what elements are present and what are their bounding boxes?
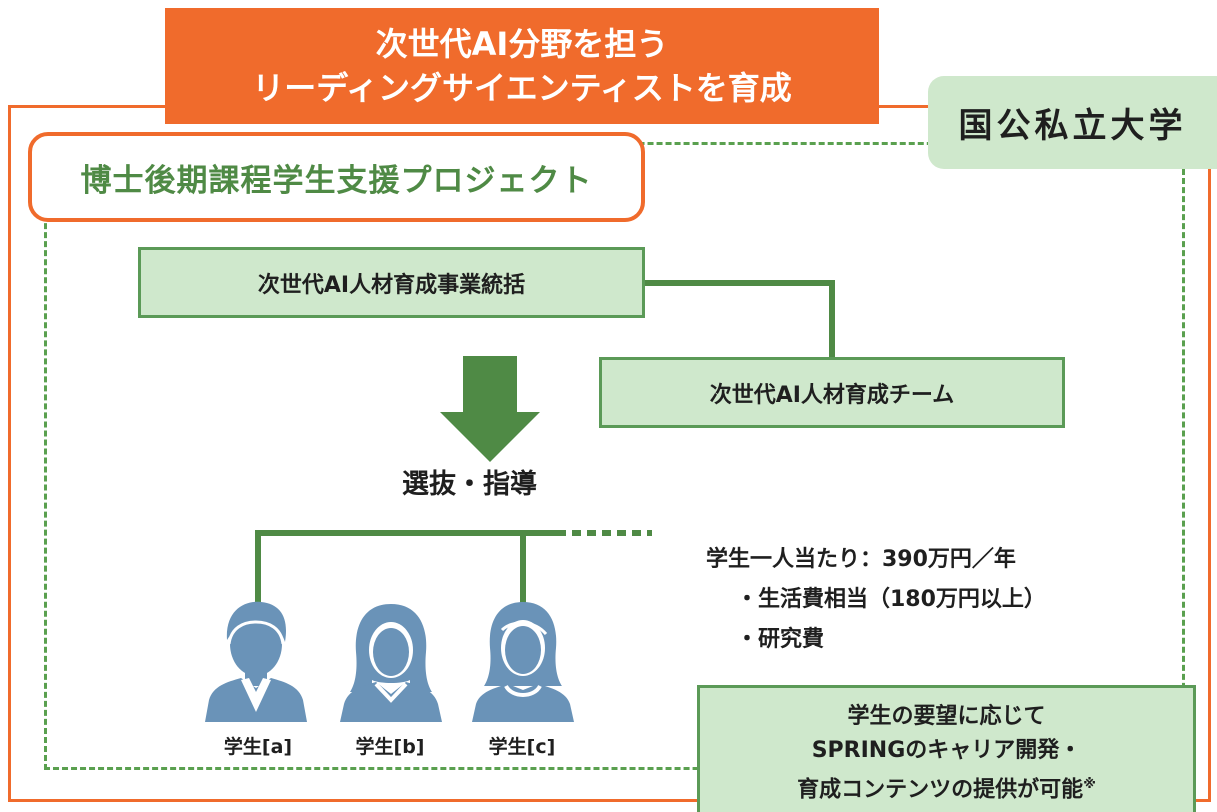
student-b-avatar [340, 600, 442, 722]
title-line-1: 次世代AI分野を担う [375, 25, 669, 63]
spring-box: 学生の要望に応じて SPRINGのキャリア開発・ 育成コンテンツの提供が可能※ [697, 685, 1196, 812]
university-label: 国公私立大学 [928, 76, 1217, 169]
support-item-research: ・研究費 [736, 627, 825, 652]
org-top-box: 次世代AI人材育成事業統括 [138, 247, 645, 318]
title-banner: 次世代AI分野を担う リーディングサイエンティストを育成 [165, 8, 879, 124]
selection-label: 選抜・指導 [402, 469, 537, 500]
student-a-avatar [205, 600, 307, 722]
tree-line-dotted [557, 530, 652, 536]
student-a-label: 学生[a] [223, 736, 293, 758]
org-team-box: 次世代AI人材育成チーム [599, 357, 1065, 428]
org-connector-vertical [829, 280, 835, 358]
title-line-2: リーディングサイエンティストを育成 [252, 69, 792, 107]
project-text: 博士後期課程学生支援プロジェクト [80, 162, 593, 199]
org-team-text: 次世代AI人材育成チーム [709, 382, 955, 408]
tree-line-c [520, 530, 526, 608]
support-item-living: ・生活費相当（180万円以上） [736, 587, 1046, 612]
spring-line-3: 育成コンテンツの提供が可能 [797, 777, 1084, 803]
tree-line-a [255, 530, 261, 608]
down-arrow-icon [440, 356, 540, 462]
student-c-avatar [472, 600, 574, 722]
tree-line-horizontal [255, 530, 557, 536]
org-connector-horizontal [645, 280, 835, 286]
student-c-label: 学生[c] [488, 736, 556, 758]
spring-note-mark: ※ [1083, 777, 1096, 792]
person-icon [472, 602, 574, 722]
university-text: 国公私立大学 [958, 106, 1187, 146]
person-icon [205, 601, 307, 722]
support-headline: 学生一人当たり：390万円／年 [706, 547, 1016, 572]
spring-line-1: 学生の要望に応じて [847, 704, 1046, 729]
org-top-text: 次世代AI人材育成事業統括 [257, 272, 526, 298]
student-b-label: 学生[b] [355, 736, 425, 758]
project-label: 博士後期課程学生支援プロジェクト [28, 132, 645, 222]
person-icon [340, 604, 442, 722]
spring-line-2: SPRINGのキャリア開発・ [811, 738, 1082, 763]
